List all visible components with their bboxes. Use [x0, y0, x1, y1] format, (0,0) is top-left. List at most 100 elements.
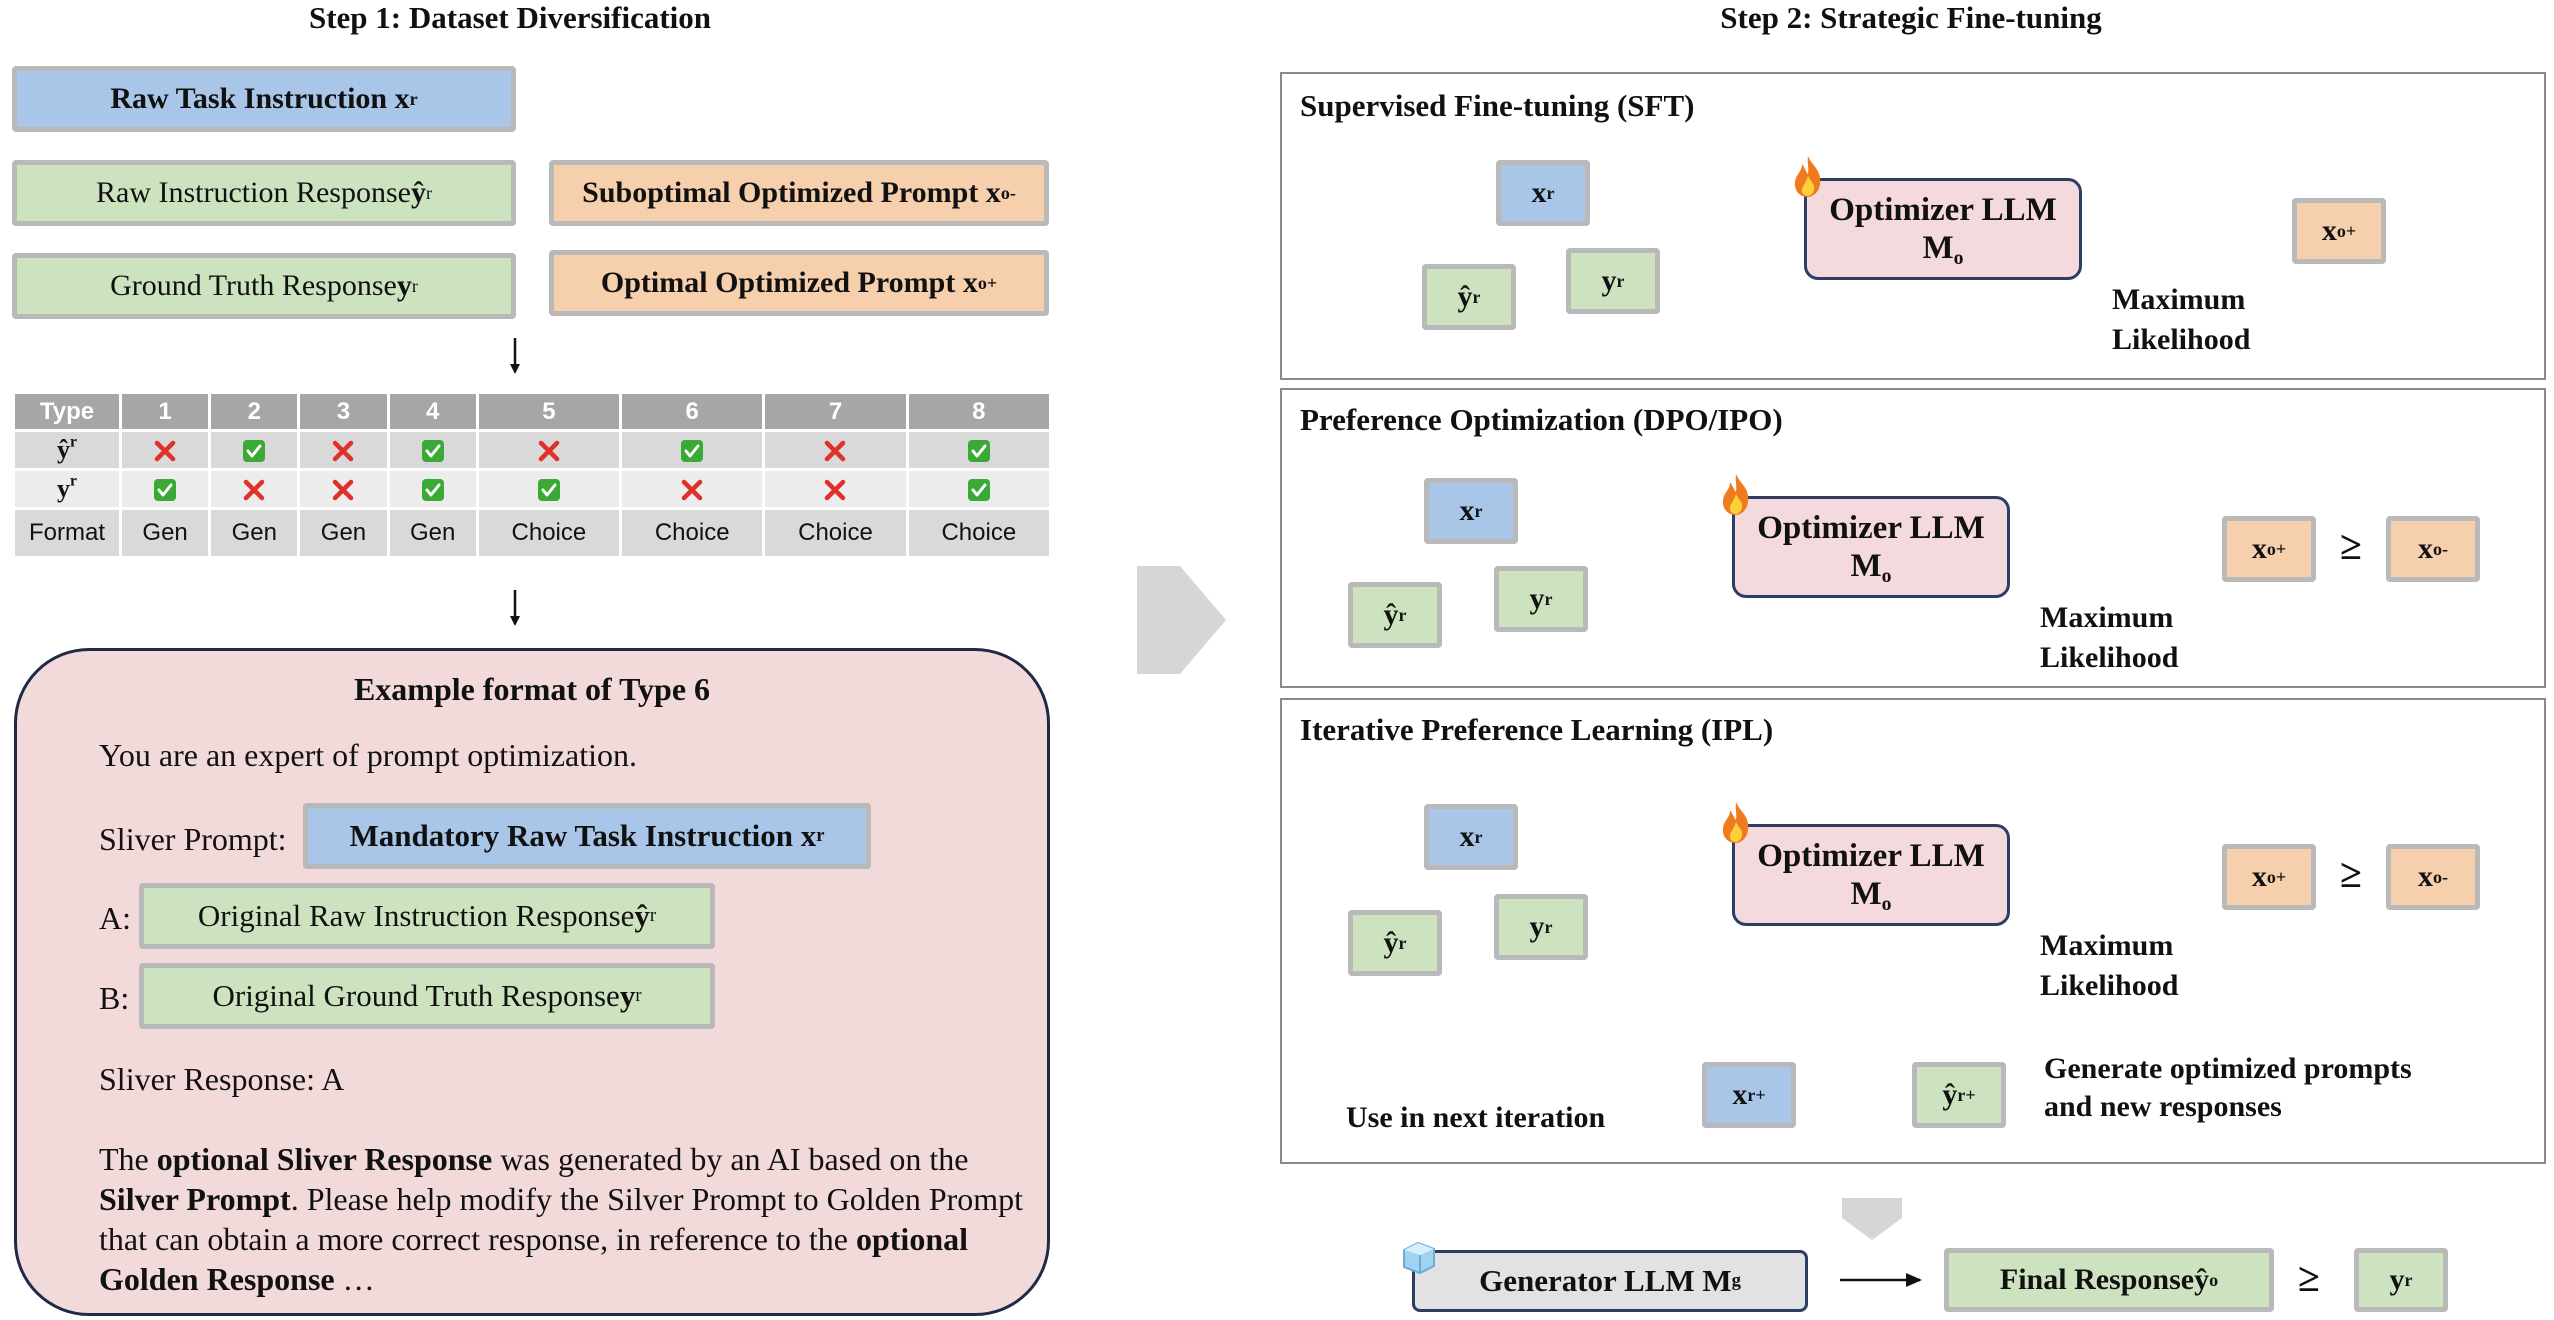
option-b-text: Original Ground Truth Response [212, 978, 620, 1013]
check-icon [242, 439, 266, 463]
mark-cell [386, 468, 479, 510]
example-title: Example format of Type 6 [353, 671, 711, 707]
type-col-6: 6 [619, 391, 766, 432]
use-next-iteration-label: Use in next iteration [1346, 1101, 1606, 1134]
chevron-right-icon [1137, 566, 1226, 674]
format-cell: Gen [297, 507, 390, 559]
option-a-text: Original Raw Instruction Response [197, 898, 635, 933]
mark-cell [905, 429, 1053, 471]
cross-icon [242, 478, 266, 502]
type-col-8: 8 [905, 391, 1053, 432]
format-cell: Choice [619, 507, 766, 559]
check-icon [680, 439, 704, 463]
option-b-label: B: [99, 980, 130, 1016]
mark-cell [297, 429, 390, 471]
mark-cell [619, 429, 766, 471]
mark-cell [118, 468, 212, 510]
format-cell: Choice [905, 507, 1053, 559]
type-col-2: 2 [208, 391, 301, 432]
check-icon [967, 439, 991, 463]
type-col-5: 5 [475, 391, 623, 432]
type-header: Type [12, 391, 122, 432]
flame-icon [1722, 802, 1749, 843]
check-icon [421, 478, 445, 502]
cross-icon [537, 439, 561, 463]
format-cell: Choice [762, 507, 909, 559]
mark-cell [619, 468, 766, 510]
check-icon [537, 478, 561, 502]
y-symbol: y [396, 269, 412, 302]
step1-title: Step 1: Dataset Diversification [308, 0, 712, 35]
mark-cell [208, 429, 301, 471]
check-icon [421, 439, 445, 463]
type-col-1: 1 [118, 391, 212, 432]
row-y-label: yr [12, 468, 122, 510]
cross-icon [331, 478, 355, 502]
check-icon [967, 478, 991, 502]
geq-symbol: ≥ [2340, 523, 2362, 568]
type-table-header-row: Type 1 2 3 4 5 6 7 8 [12, 391, 1053, 432]
flame-icon [1794, 156, 1821, 197]
cross-icon [680, 478, 704, 502]
example-intro: You are an expert of prompt optimization… [99, 737, 637, 773]
ice-cube-icon [1403, 1241, 1435, 1275]
type-col-7: 7 [762, 391, 909, 432]
format-cell: Gen [386, 507, 479, 559]
cross-icon [823, 439, 847, 463]
example-paragraph: The optional Sliver Response was generat… [99, 1141, 1024, 1297]
mark-cell [118, 429, 212, 471]
type-table-row-yhat: ŷr [12, 429, 1053, 471]
chevron-down-icon [1842, 1198, 1902, 1240]
sliver-response: Sliver Response: A [99, 1061, 345, 1097]
cross-icon [331, 439, 355, 463]
sft-title: Supervised Fine-tuning (SFT) [1300, 88, 1695, 123]
geq-symbol: ≥ [2298, 1255, 2320, 1300]
optimal-prompt-label: Optimal Optimized Prompt x [600, 266, 978, 299]
raw-instruction-response-label: Raw Instruction Response [96, 176, 411, 209]
mark-cell [762, 429, 909, 471]
geq-symbol: ≥ [2340, 851, 2362, 896]
check-icon [153, 478, 177, 502]
type-table-row-y: yr [12, 468, 1053, 510]
flame-icon [1722, 474, 1749, 515]
y-hat-symbol: ŷ [410, 176, 426, 209]
option-a-label: A: [99, 900, 131, 936]
type-table: Type 1 2 3 4 5 6 7 8 ŷr yr Format Gen Ge… [12, 391, 1053, 559]
ipl-title: Iterative Preference Learning (IPL) [1300, 712, 1774, 747]
sliver-prompt-text: Mandatory Raw Task Instruction x [349, 818, 817, 853]
type-col-3: 3 [297, 391, 390, 432]
type-col-4: 4 [386, 391, 479, 432]
ground-truth-response-label: Ground Truth Response [110, 269, 397, 302]
format-cell: Gen [118, 507, 212, 559]
